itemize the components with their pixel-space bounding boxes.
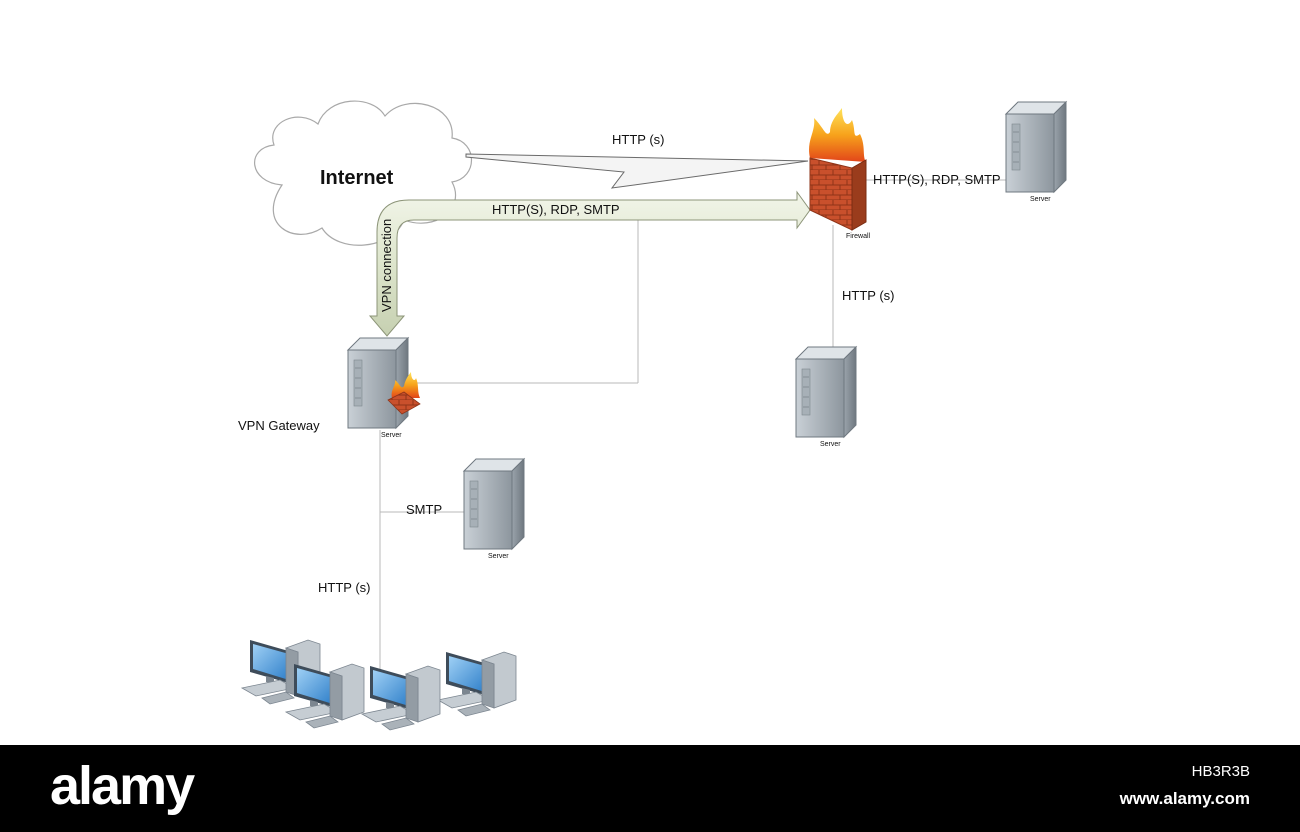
server-mid-right-icon — [795, 346, 857, 438]
firewall-icon — [809, 108, 867, 231]
server-smtp-label: Server — [488, 553, 509, 560]
workstation-icon — [285, 663, 365, 729]
watermark-logo: alamy — [50, 756, 195, 816]
firewall-label: Firewall — [846, 233, 871, 240]
http-beam-arrow — [465, 153, 809, 189]
server-top-right-icon — [1005, 101, 1067, 193]
firewall-server-down-label: HTTP (s) — [842, 288, 894, 303]
server-mid-right-label: Server — [820, 441, 841, 448]
vpn-tunnel-pipe — [368, 190, 811, 337]
watermark-image-code: HB3R3B — [1191, 763, 1250, 780]
network-diagram: Internet HTTP (s) HTTP(S), RDP, SMTP VPN… — [238, 100, 1067, 731]
vpn-connection-label: VPN connection — [379, 219, 394, 312]
watermark-bar: alamy HB3R3B www.alamy.com — [0, 745, 1300, 832]
workstation-icon — [361, 665, 441, 731]
gateway-smtp-label: SMTP — [406, 502, 442, 517]
vpn-gateway-label: VPN Gateway — [238, 418, 320, 433]
server-smtp-icon — [463, 458, 525, 550]
http-internet-firewall-label: HTTP (s) — [612, 132, 664, 147]
internet-label: Internet — [320, 167, 394, 189]
server-gateway-label: Server — [381, 432, 402, 439]
gateway-firewall-icon — [387, 372, 421, 415]
gateway-workstations-label: HTTP (s) — [318, 580, 370, 595]
vpn-tunnel-label: HTTP(S), RDP, SMTP — [492, 202, 620, 217]
server-top-right-label: Server — [1030, 196, 1051, 203]
vpn-gateway-server-icon — [347, 337, 409, 429]
workstation-icon — [437, 651, 517, 717]
firewall-server-label: HTTP(S), RDP, SMTP — [873, 172, 1001, 187]
watermark-site: www.alamy.com — [1119, 789, 1250, 808]
